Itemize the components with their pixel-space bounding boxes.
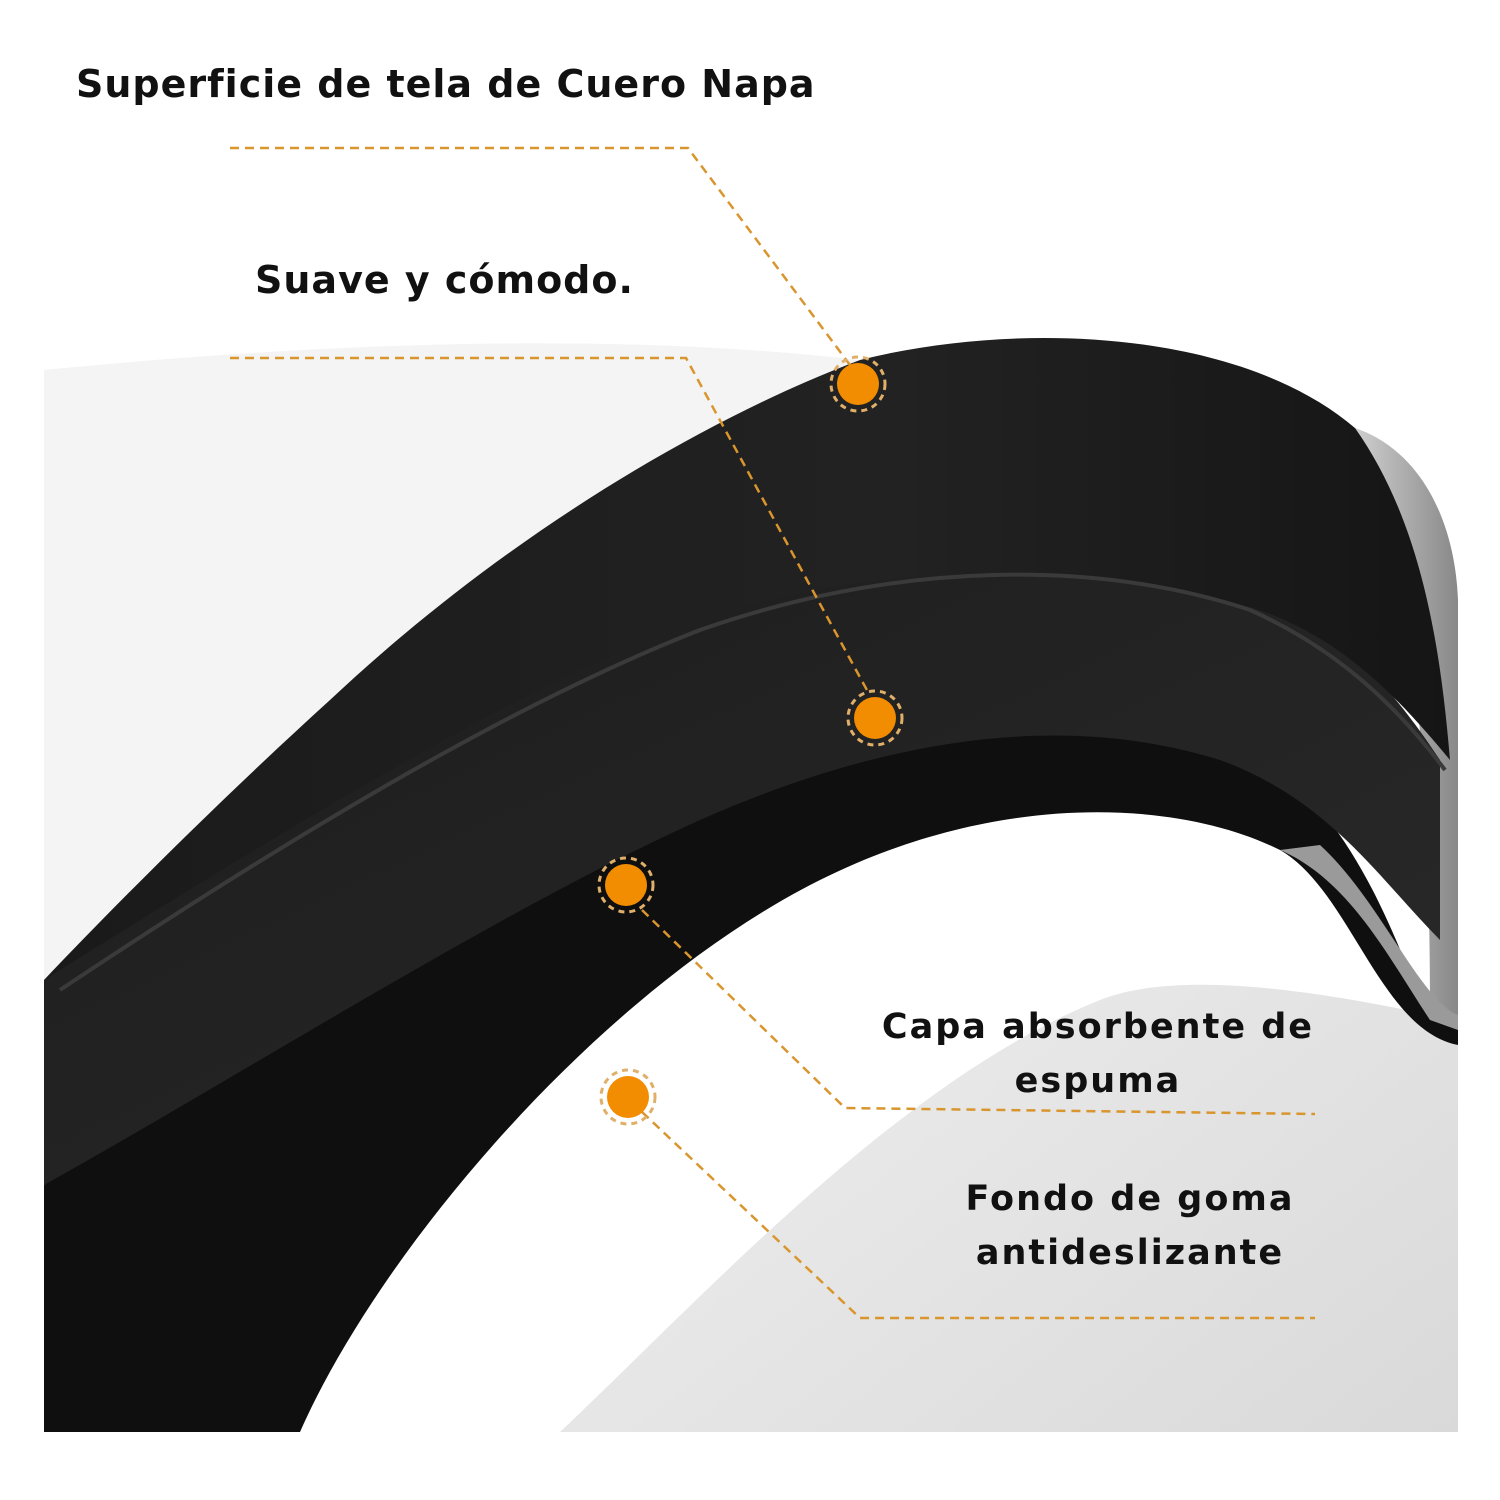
- leather-top-layer: [44, 338, 1450, 981]
- label-leather-surface: Superficie de tela de Cuero Napa: [76, 62, 816, 106]
- label-rubber-bottom: Fondo de goma antideslizante: [965, 1179, 1295, 1273]
- marker-rubber: [599, 1068, 657, 1126]
- leader-line-surface: [230, 146, 852, 366]
- rubber-bottom-layer: [44, 712, 1458, 1432]
- marker-foam: [597, 856, 655, 914]
- foam-layer: [44, 533, 1440, 1185]
- leader-line-soft: [230, 356, 870, 693]
- marker-soft: [846, 689, 904, 747]
- marker-surface: [829, 355, 887, 413]
- leader-line-rubber: [641, 1111, 1315, 1320]
- label-foam-layer: Capa absorbente de espuma: [881, 1007, 1315, 1101]
- rubber-edge-highlight: [1280, 845, 1458, 1030]
- leader-lines: [230, 146, 1316, 1320]
- label-soft-comfortable: Suave y cómodo.: [255, 258, 634, 302]
- white-sheet: [44, 343, 860, 980]
- layer-seam: [58, 572, 1447, 992]
- leader-line-foam: [641, 909, 1316, 1116]
